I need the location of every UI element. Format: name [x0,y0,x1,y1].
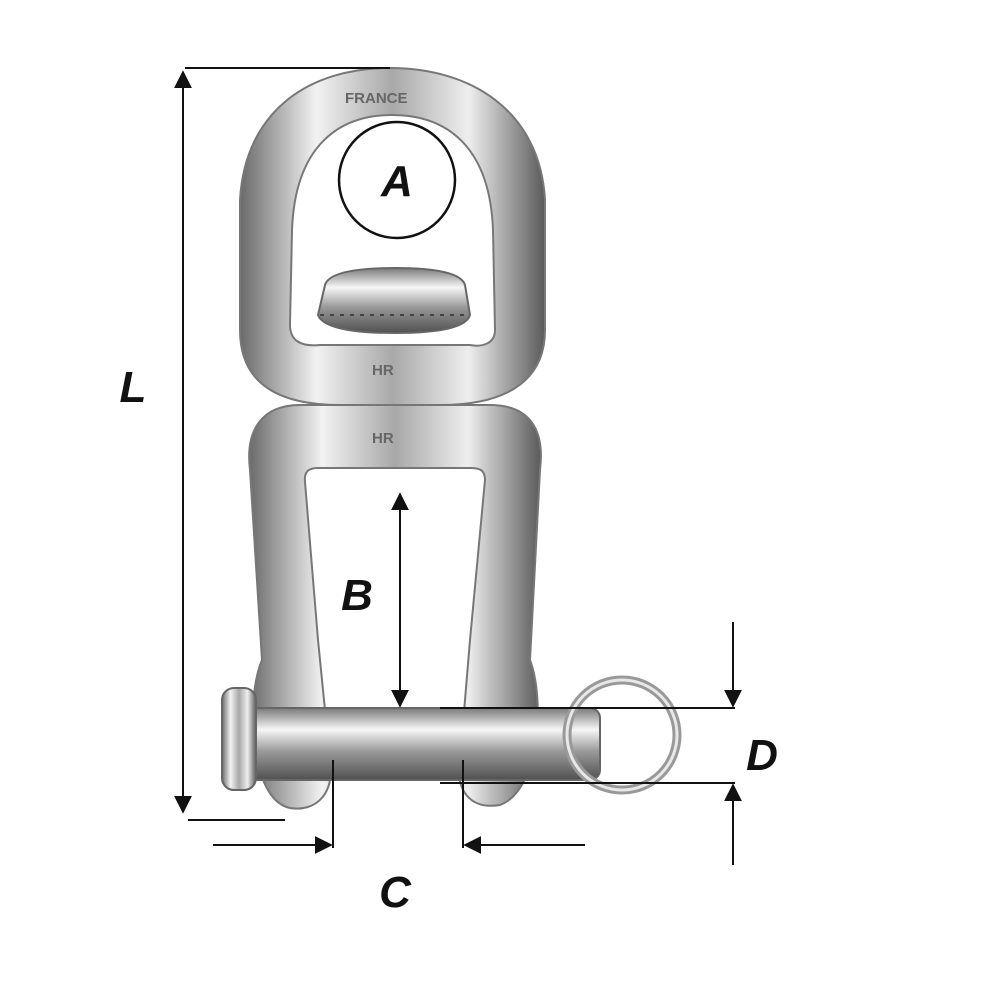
engraving-mark-bottom: HR [372,430,394,447]
dimension-a: A [337,120,457,240]
split-ring [562,675,682,795]
label-l: L [120,363,147,412]
engraving-mark-top: HR [372,362,394,379]
dimension-lines [174,67,742,865]
label-b: B [341,571,373,620]
clevis-pin [221,687,601,791]
label-a: A [380,157,413,206]
label-d: D [746,731,778,780]
label-c: C [379,868,412,917]
engraving-france: FRANCE [345,90,408,107]
swivel-bearing [316,266,472,335]
pin-nut [221,687,257,791]
